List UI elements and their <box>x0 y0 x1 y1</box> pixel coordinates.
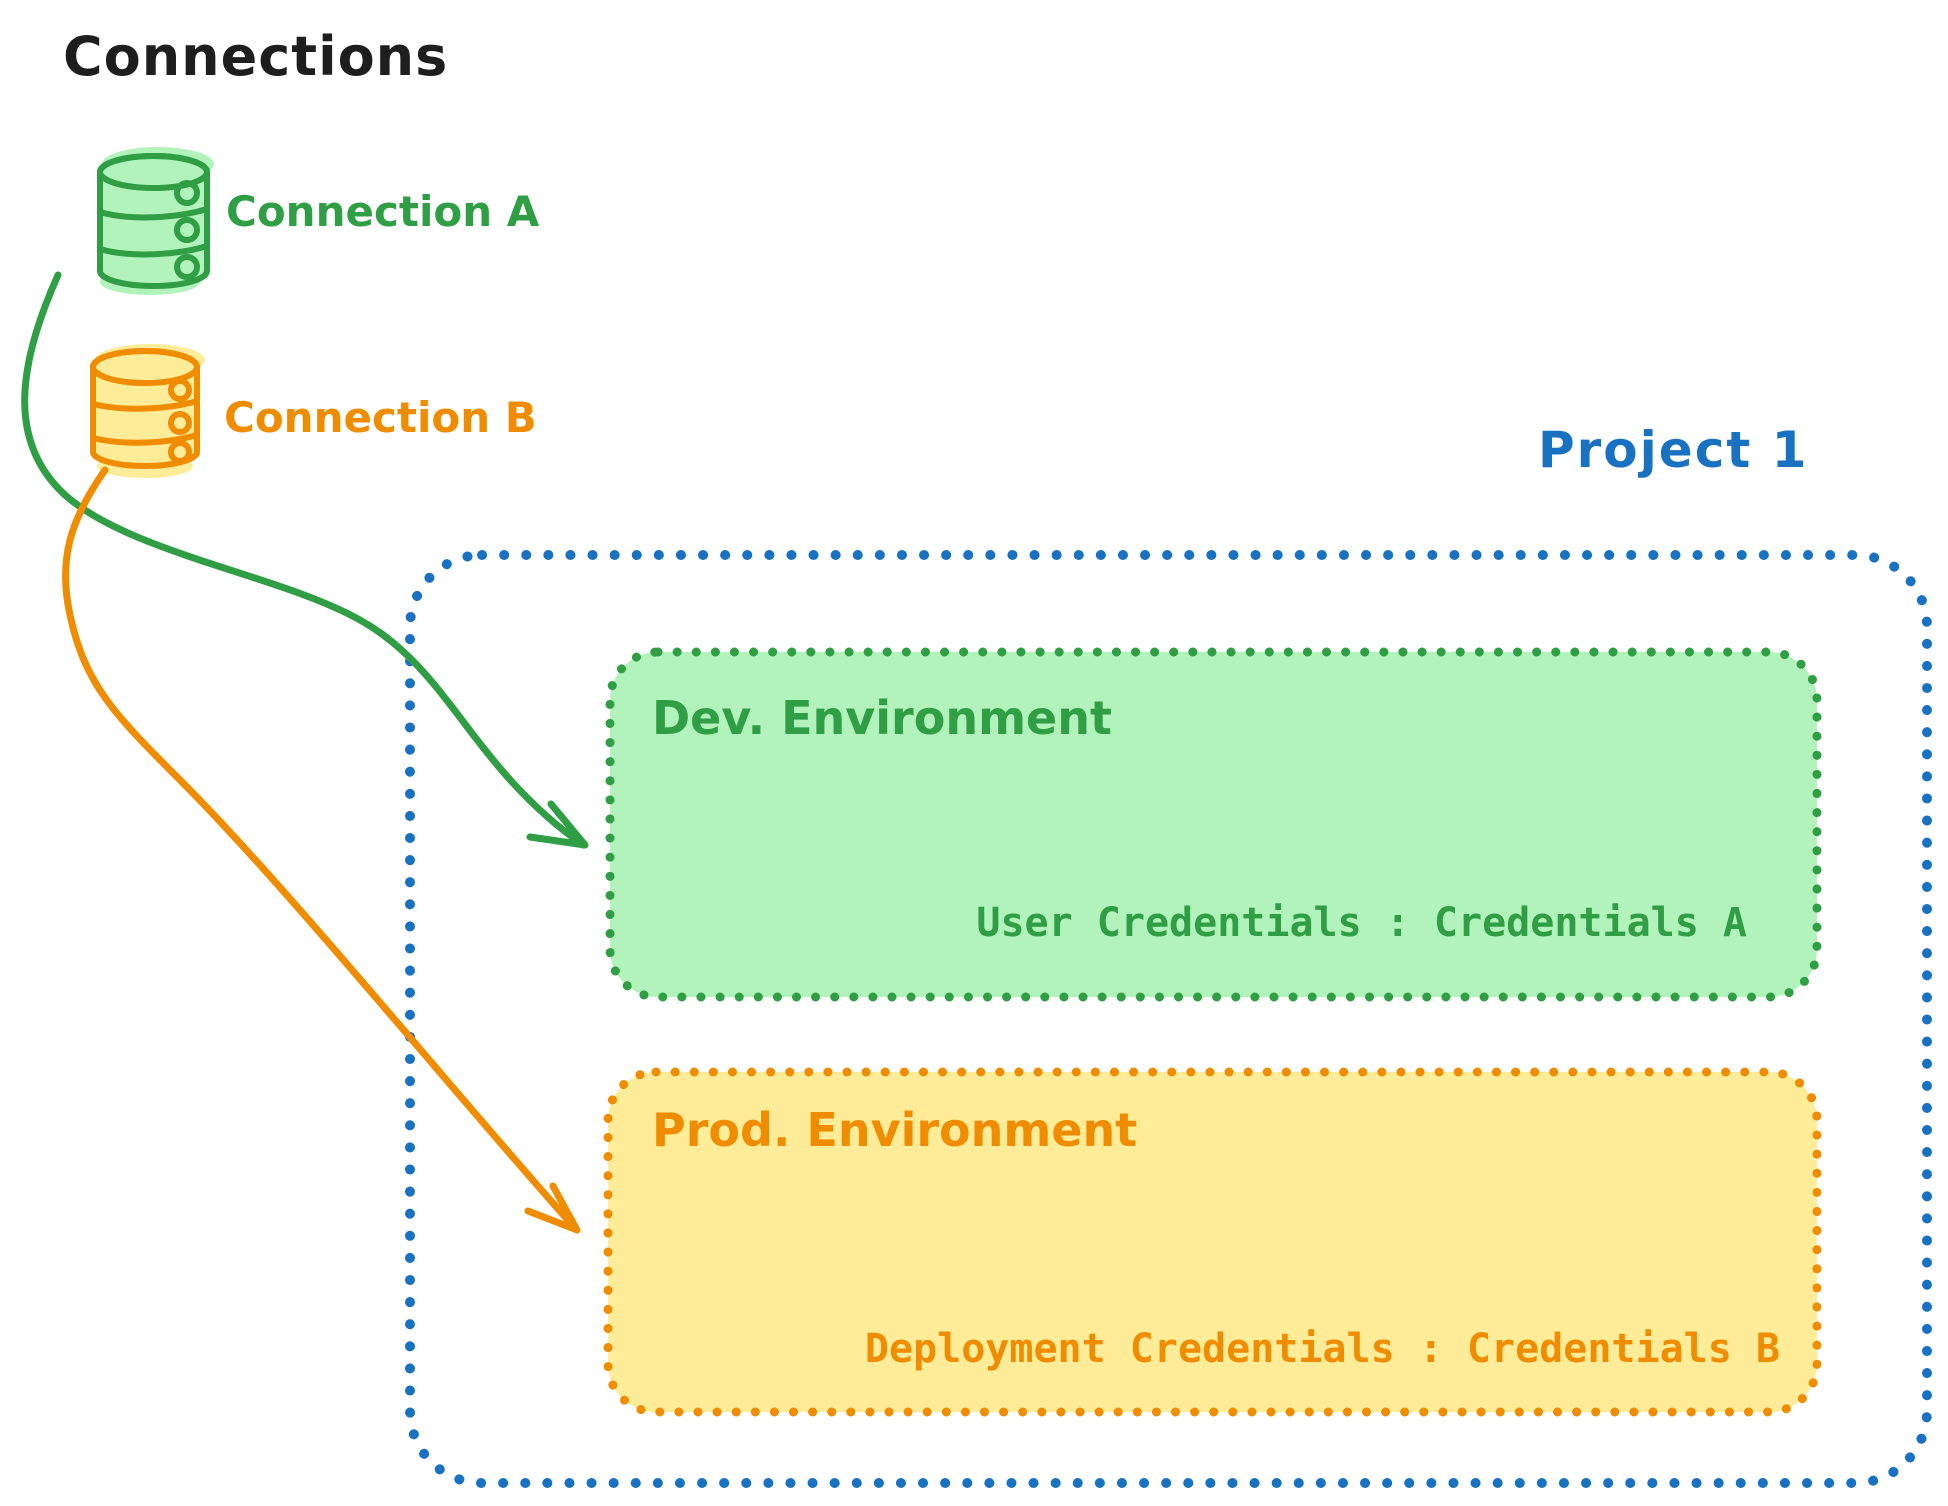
connection-b-label: Connection B <box>224 393 537 442</box>
diagram-title: Connections <box>63 25 449 88</box>
database-light <box>174 254 200 280</box>
arrow-shaft <box>21 271 587 849</box>
database-band <box>97 243 210 258</box>
database-band <box>90 432 200 446</box>
database-light <box>168 440 192 464</box>
prod-environment-credentials: Deployment Credentials : Credentials B <box>864 1326 1780 1372</box>
database-light <box>174 217 200 243</box>
database-band <box>97 206 210 221</box>
dev-environment-title: Dev. Environment <box>652 691 1112 745</box>
dev-environment-box <box>605 647 1822 1002</box>
prod-environment-title: Prod. Environment <box>652 1103 1138 1157</box>
database-top <box>90 348 200 386</box>
database-light <box>168 411 192 435</box>
project-title: Project 1 <box>1538 421 1809 479</box>
database-light <box>168 378 192 402</box>
database-icon <box>97 147 214 295</box>
database-light <box>174 180 200 206</box>
prod-environment-box <box>603 1067 1822 1417</box>
arrow-shaft <box>62 466 579 1232</box>
arrowhead <box>526 800 589 849</box>
arrow-connection-b-to-prod <box>62 466 581 1234</box>
connection-a-label: Connection A <box>226 187 540 236</box>
dev-environment-credentials: User Credentials : Credentials A <box>976 900 1747 946</box>
arrowhead <box>524 1182 581 1234</box>
project-container-border <box>405 550 1932 1488</box>
database-icon <box>90 344 205 478</box>
database-top <box>97 153 210 191</box>
arrow-connection-a-to-dev <box>21 271 589 849</box>
database-band <box>90 398 200 412</box>
